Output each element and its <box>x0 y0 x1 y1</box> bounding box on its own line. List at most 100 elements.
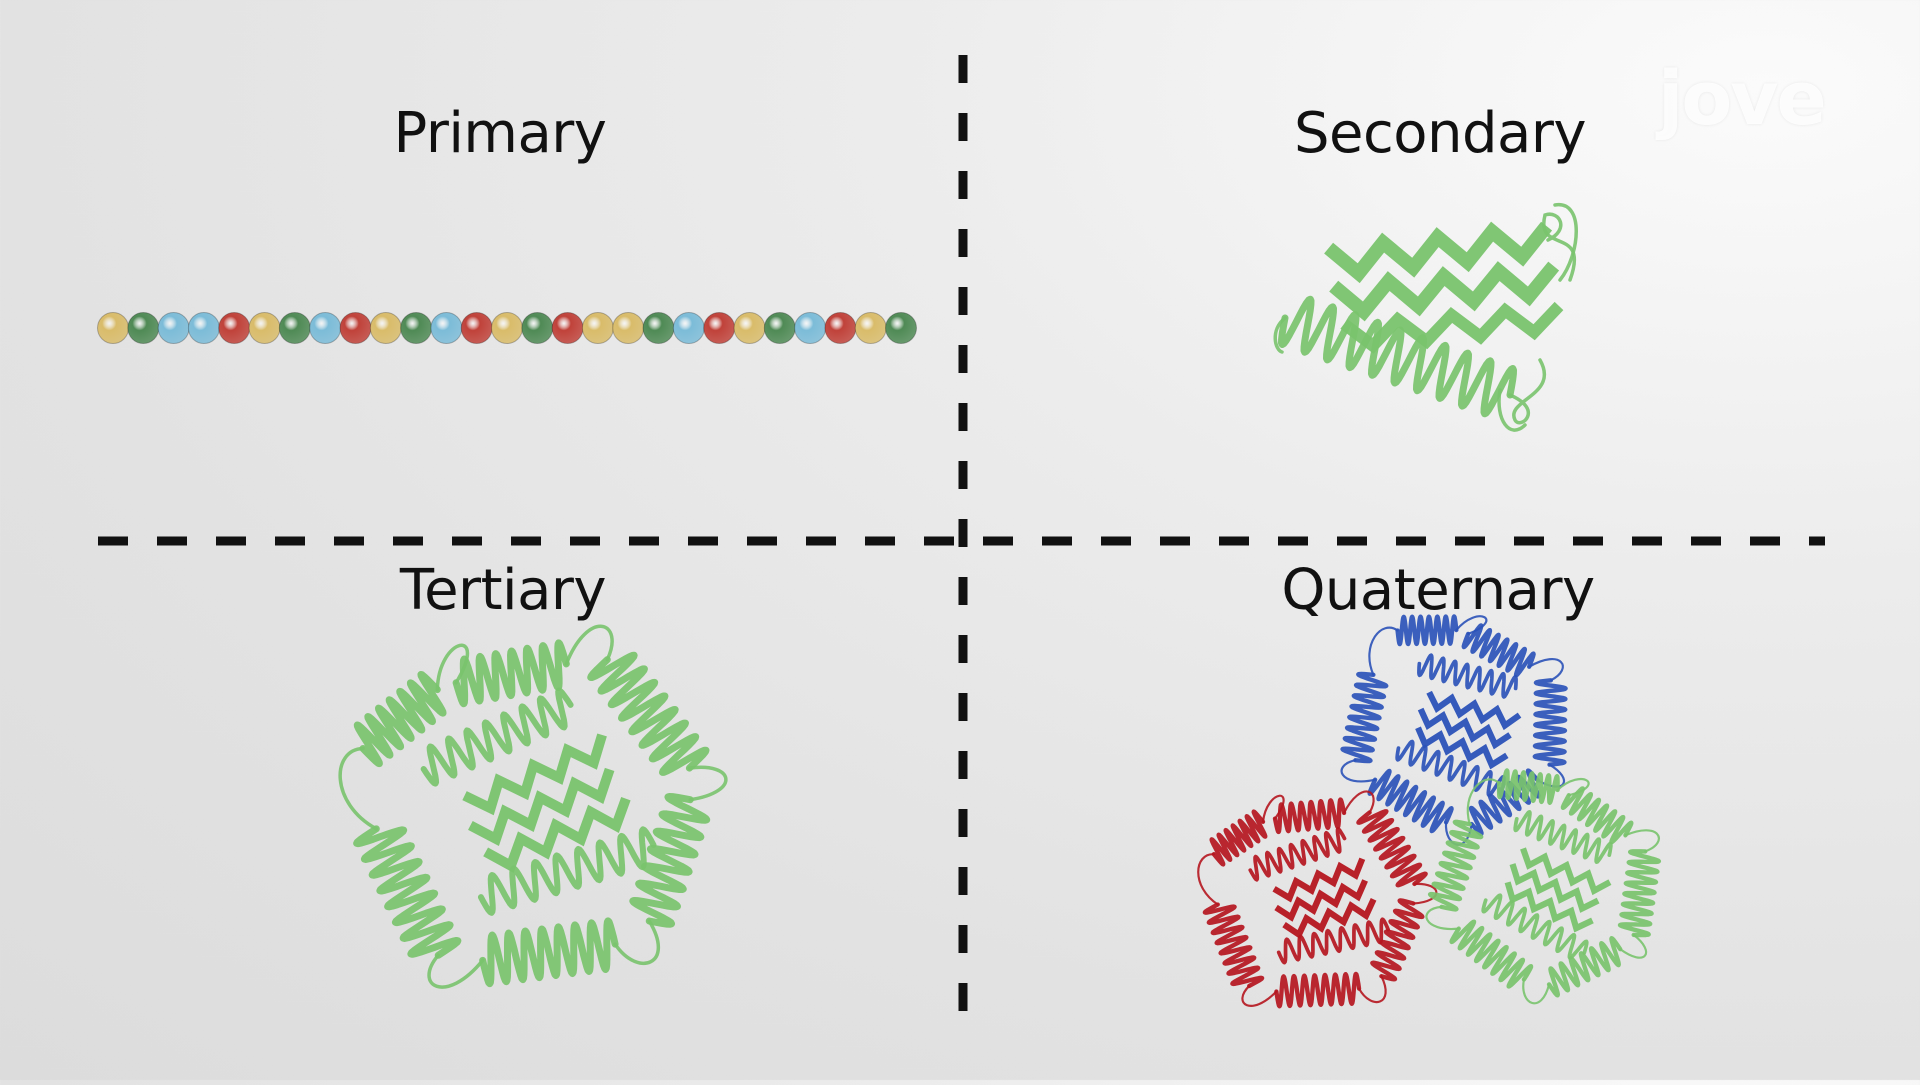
alpha-helix <box>1278 295 1517 418</box>
beta-sheet <box>1282 898 1377 940</box>
label-tertiary: Tertiary <box>399 558 607 623</box>
coil-loop <box>1357 975 1387 1004</box>
coil-loop <box>1508 358 1547 425</box>
amino-acid-bead <box>278 312 311 344</box>
alpha-helix <box>1496 768 1560 805</box>
amino-acid-bead <box>885 312 917 344</box>
beta-sheet <box>468 767 615 847</box>
coil-loop <box>1340 759 1377 783</box>
coil-loop <box>1261 794 1285 823</box>
protein-domain <box>338 624 728 989</box>
beta-sheet <box>1272 857 1366 903</box>
alpha-helix <box>1202 902 1265 989</box>
alpha-helix <box>1617 849 1662 938</box>
alpha-helix <box>1356 809 1428 888</box>
coil-loop <box>1197 853 1219 906</box>
coil-loop <box>1497 388 1527 432</box>
amino-acid-bead <box>551 312 584 344</box>
alpha-helix <box>353 825 462 959</box>
alpha-helix <box>1395 739 1506 797</box>
alpha-helix <box>479 917 619 988</box>
alpha-helix <box>1272 797 1347 835</box>
alpha-helix <box>1248 826 1347 882</box>
alpha-helix <box>587 651 710 776</box>
alpha-helix <box>1370 898 1425 982</box>
alpha-helix <box>1340 671 1389 764</box>
label-secondary: Secondary <box>1293 101 1587 166</box>
amino-acid-bead <box>642 312 675 344</box>
alpha-helix <box>477 826 657 916</box>
coil-loop <box>435 643 470 692</box>
beta-sheet <box>483 796 631 873</box>
amino-acid-bead <box>854 312 887 344</box>
protein-domain <box>1197 790 1438 1009</box>
alpha-helix <box>1367 768 1454 834</box>
alpha-helix <box>1209 809 1268 867</box>
alpha-helix <box>1449 919 1534 989</box>
coil-loop <box>1556 778 1590 797</box>
amino-acid-bead <box>369 312 402 344</box>
amino-acid-bead <box>612 312 645 344</box>
beta-sheet <box>1340 301 1564 354</box>
label-primary: Primary <box>393 101 607 166</box>
amino-acid-bead <box>400 312 433 344</box>
amino-acid-bead <box>248 312 281 344</box>
protein-domain <box>1340 614 1568 846</box>
alpha-helix <box>1481 893 1589 960</box>
beta-sheet <box>1415 726 1509 770</box>
coil-loop <box>564 624 614 666</box>
alpha-helix <box>1276 917 1390 965</box>
jove-logo: jove <box>1658 56 1827 142</box>
amino-acid-bead <box>97 312 129 344</box>
amino-acid-bead <box>733 312 766 344</box>
amino-acid-bead <box>339 312 372 344</box>
amino-acid-bead <box>127 312 160 344</box>
beta-sheet <box>1417 707 1512 750</box>
coil-loop <box>427 953 485 989</box>
amino-acid-bead <box>309 312 342 344</box>
amino-acid-bead <box>672 312 705 344</box>
amino-acid-bead <box>460 312 493 344</box>
coil-loop <box>1455 615 1488 635</box>
coil-loop <box>1528 658 1564 682</box>
amino-acid-bead <box>218 312 251 344</box>
alpha-helix <box>452 639 570 708</box>
amino-acid-bead <box>824 312 857 344</box>
alpha-helix <box>1417 653 1518 699</box>
beta-sheet <box>462 733 607 816</box>
alpha-helix <box>420 687 574 787</box>
beta-sheet <box>1324 221 1553 284</box>
amino-acid-bead <box>521 312 554 344</box>
alpha-helix <box>1274 971 1362 1009</box>
amino-acid-bead <box>581 312 614 344</box>
amino-acid-bead <box>187 312 220 344</box>
coil-loop <box>1273 316 1287 354</box>
alpha-helix <box>1560 786 1634 845</box>
beta-sheet <box>1504 881 1594 933</box>
coil-loop <box>687 765 728 802</box>
alpha-helix <box>1395 614 1459 647</box>
coil-loop <box>1624 829 1660 853</box>
beta-sheet <box>1274 879 1368 922</box>
coil-loop <box>338 746 379 831</box>
amino-acid-bead <box>763 312 796 344</box>
coil-loop <box>1241 984 1278 1007</box>
coil-loop <box>1368 626 1399 676</box>
amino-acid-bead <box>794 312 827 344</box>
alpha-helix <box>629 792 711 928</box>
coil-loop <box>1412 882 1438 905</box>
alpha-helix <box>353 670 447 768</box>
coil-loop <box>1619 933 1647 959</box>
amino-acid-bead <box>491 312 523 344</box>
beta-sheet <box>1329 261 1560 322</box>
amino-acid-bead <box>430 312 463 344</box>
coil-loop <box>613 919 661 965</box>
alpha-helix <box>1532 678 1568 767</box>
alpha-helix <box>1513 810 1613 864</box>
beta-sheet <box>1426 690 1522 731</box>
protein-domain <box>1425 768 1662 1005</box>
coil-loop <box>1466 778 1501 826</box>
label-quaternary: Quaternary <box>1281 558 1595 623</box>
coil-loop <box>1522 978 1551 1005</box>
